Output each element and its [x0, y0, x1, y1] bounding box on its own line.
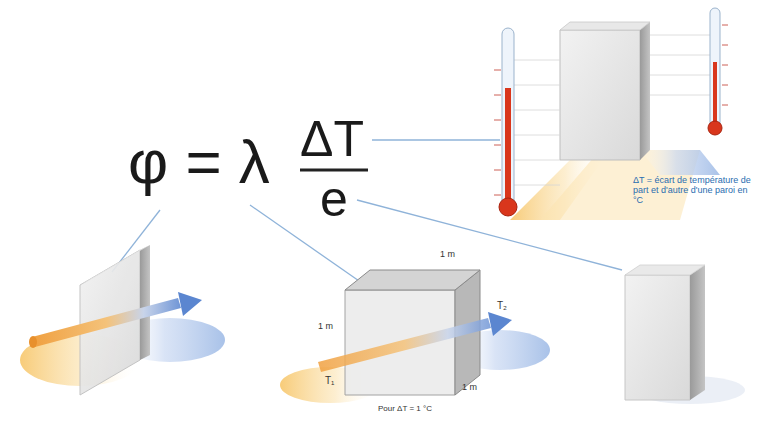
wall-heat-flow — [20, 245, 225, 395]
wall-thickness — [625, 265, 745, 404]
formula-delta-t: ΔT — [300, 112, 364, 167]
temperature-label: T₁ — [325, 375, 334, 386]
dimension-label: 1 m — [318, 322, 333, 332]
unit-cube — [280, 270, 550, 403]
formula-flux: φ = λ — [128, 128, 270, 196]
formula-thickness: e — [320, 172, 348, 227]
condition-note: Pour ΔT = 1 °C — [378, 405, 432, 414]
dimension-label: 1 m — [462, 383, 477, 393]
dimension-label: 1 m — [440, 250, 455, 260]
delta-t-note: ΔT = écart de température de part et d'a… — [633, 176, 757, 206]
temperature-label: T₂ — [497, 300, 507, 311]
